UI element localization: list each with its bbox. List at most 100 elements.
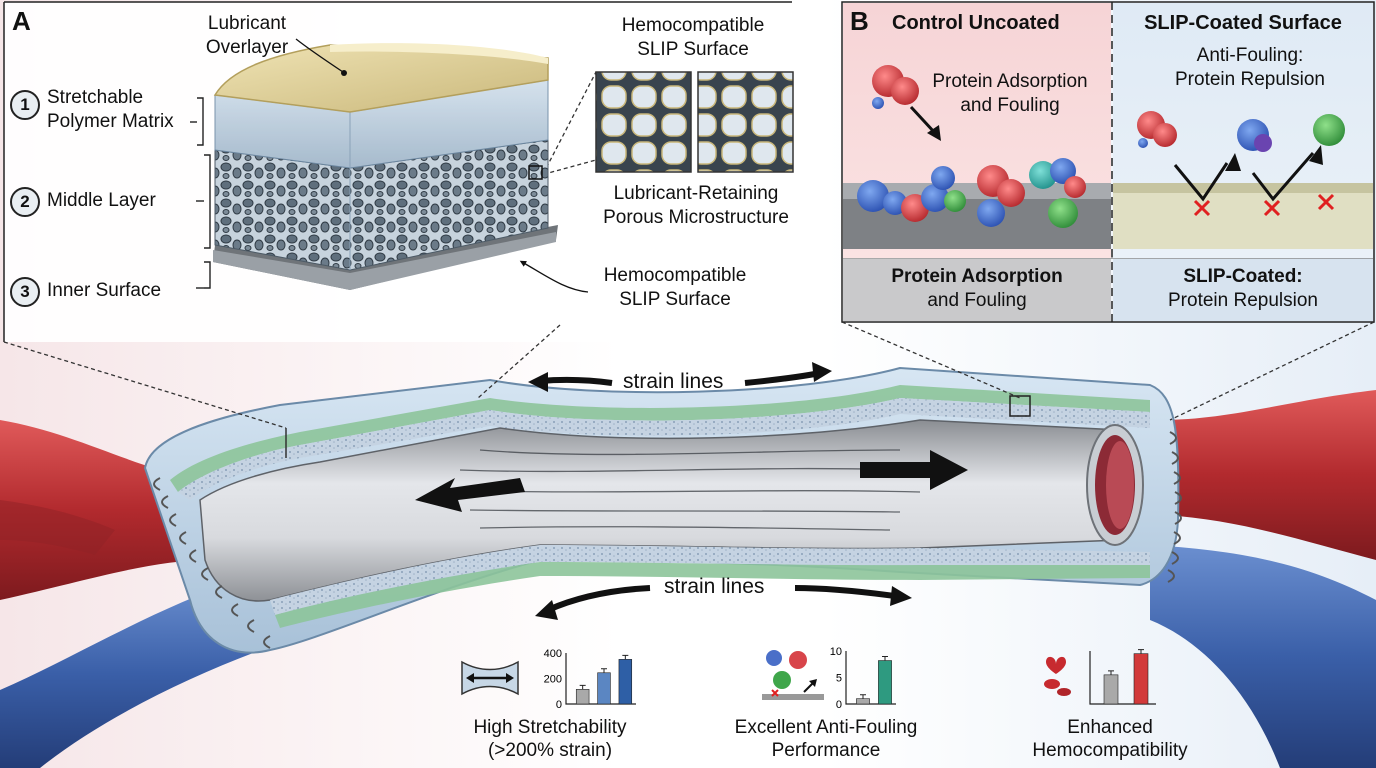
chart-bar	[1103, 674, 1119, 705]
slip-note-line2: Protein Repulsion	[1175, 69, 1325, 90]
chart-tick-label: 0	[836, 699, 842, 708]
zoom-title: Hemocompatible SLIP Surface	[598, 14, 788, 62]
chart-tick-label: 10	[830, 646, 842, 658]
chart-error-bar	[860, 694, 866, 699]
blocked-marks	[1193, 193, 1335, 217]
zoom-title-line2: SLIP Surface	[637, 39, 749, 60]
kp-stretchability-line1: High Stretchability	[473, 717, 627, 738]
lubricant-overlayer-line2: Overlayer	[205, 37, 289, 58]
strain-lines-bottom-label: strain lines	[664, 575, 765, 598]
zoom-caption-line1: Lubricant-Retaining	[613, 183, 779, 204]
chart-bar	[575, 689, 590, 705]
lubricant-overlayer-line1: Lubricant	[207, 13, 287, 34]
layer2-label: Middle Layer	[47, 190, 156, 211]
slip-footer-bold: SLIP-Coated:	[1183, 266, 1303, 287]
stretchability-chart: 400 200 0	[544, 648, 636, 708]
chart-tick-label: 0	[556, 699, 562, 708]
zoom-title-line1: Hemocompatible	[621, 15, 765, 36]
antifouling-icon	[762, 650, 824, 700]
repelled-proteins	[1137, 111, 1345, 152]
antifouling-chart: 10 5 0	[830, 646, 896, 708]
inner-surface-callout: Hemocompatible SLIP Surface	[580, 264, 770, 312]
slip-substrate	[1113, 183, 1373, 249]
layer3-number: 3	[10, 277, 40, 307]
adsorbed-proteins	[857, 65, 1086, 228]
panel-a-connectors	[3, 71, 597, 429]
layer1-label-line2: Polymer Matrix	[47, 111, 174, 132]
stretch-icon	[461, 660, 519, 696]
panel-b-graphics	[843, 65, 1373, 249]
panel-b-slip-footer-bg	[1113, 259, 1373, 321]
kp-hemocompatibility-line1: Enhanced	[1067, 717, 1153, 738]
kp-antifouling-line1: Excellent Anti-Fouling	[734, 717, 918, 738]
micrograph-tiles	[595, 71, 794, 173]
chart-bar	[878, 660, 892, 705]
control-footer-bold: Protein Adsorption	[891, 266, 1063, 287]
layer-brackets	[190, 97, 211, 289]
chart-bar	[597, 672, 611, 705]
panel-b-connectors	[841, 321, 1375, 421]
panel-b-frame	[841, 1, 1375, 323]
chart-error-bar	[1138, 649, 1144, 654]
inner-callout-line1: Hemocompatible	[603, 265, 747, 286]
layer1-label: Stretchable Polymer Matrix	[47, 86, 174, 134]
inner-callout-line2: SLIP Surface	[619, 289, 731, 310]
chart-tick-label: 200	[544, 674, 562, 686]
control-footer: Protein Adsorption and Fouling	[843, 265, 1111, 313]
control-note: Protein Adsorption and Fouling	[912, 70, 1108, 118]
chart-tick-label: 5	[836, 673, 842, 685]
repulsion-arrows	[1173, 152, 1315, 202]
kp-stretchability-caption: High Stretchability (>200% strain)	[440, 716, 660, 762]
strain-bottom-right-head	[890, 586, 912, 606]
kp-hemocompatibility-caption: Enhanced Hemocompatibility	[1010, 716, 1210, 762]
artery-left	[0, 420, 210, 600]
control-note-line2: and Fouling	[960, 95, 1060, 116]
layer1-number: 1	[10, 90, 40, 120]
chart-tick-label: 400	[544, 648, 562, 660]
chart-error-bar	[579, 684, 586, 690]
kp-antifouling-caption: Excellent Anti-Fouling Performance	[706, 716, 946, 762]
layer2-number: 2	[10, 187, 40, 217]
vascular-graft	[143, 366, 1180, 654]
layered-block	[213, 38, 589, 293]
right-tension-arrow	[860, 450, 968, 490]
kp-hemocompatibility-line2: Hemocompatibility	[1032, 740, 1188, 761]
blood-cells-icon	[1044, 656, 1071, 696]
zoom-caption: Lubricant-Retaining Porous Microstructur…	[586, 182, 806, 230]
strain-top-right-head	[812, 362, 832, 382]
chart-error-bar	[882, 656, 888, 661]
strain-top-left-head	[528, 372, 548, 392]
zoom-caption-line2: Porous Microstructure	[603, 207, 789, 228]
hemocompatibility-chart	[1089, 649, 1156, 705]
chart-error-bar	[622, 654, 629, 660]
panel-b-control-footer-bg	[843, 259, 1111, 321]
layer1-label-line1: Stretchable	[47, 87, 144, 108]
slip-coated-title: SLIP-Coated Surface	[1144, 12, 1342, 34]
kp-stretchability-line2: (>200% strain)	[487, 740, 613, 761]
chart-bar	[1133, 653, 1149, 705]
chart-axis	[565, 653, 636, 705]
panel-b-letter: B	[850, 6, 869, 36]
chart-bar	[618, 659, 633, 705]
slip-note: Anti-Fouling: Protein Repulsion	[1150, 44, 1350, 92]
slip-note-line1: Anti-Fouling:	[1196, 45, 1304, 66]
layer3-label: Inner Surface	[47, 280, 162, 301]
lubricant-overlayer-label: Lubricant Overlayer	[182, 12, 312, 60]
kp-antifouling-line2: Performance	[771, 740, 881, 761]
control-note-line1: Protein Adsorption	[932, 71, 1088, 92]
chart-error-bar	[1108, 670, 1114, 675]
slip-footer: SLIP-Coated: Protein Repulsion	[1113, 265, 1373, 313]
vein-right	[1150, 545, 1376, 768]
chart-bar	[856, 698, 870, 705]
left-tension-arrow	[415, 478, 525, 512]
strain-bottom-left-head	[535, 600, 558, 620]
control-uncoated-title: Control Uncoated	[892, 12, 1060, 34]
strain-arrows-bottom	[546, 585, 896, 613]
panel-a-letter: A	[12, 6, 31, 36]
chart-error-bar	[601, 668, 607, 673]
artery-right	[1160, 390, 1376, 560]
control-footer-text: and Fouling	[927, 290, 1027, 311]
sutures-right	[1167, 431, 1182, 583]
tension-arrows	[415, 450, 968, 512]
